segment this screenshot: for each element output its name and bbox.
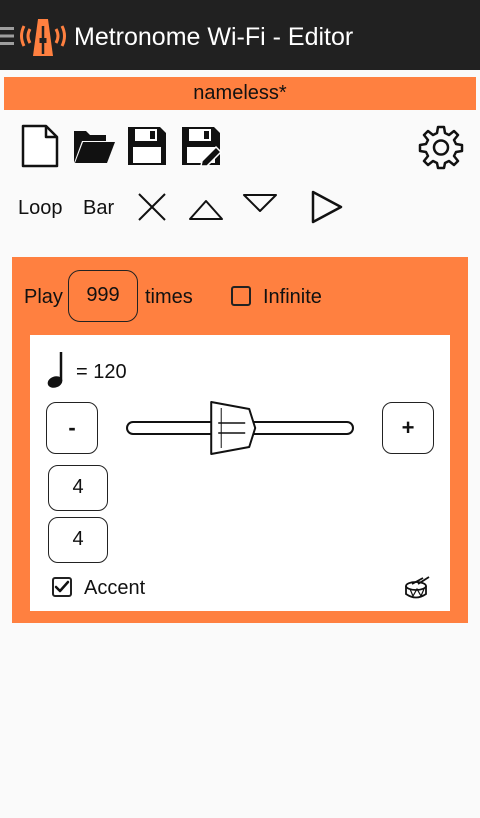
play-label: Play [24, 286, 63, 308]
accent-label: Accent [84, 577, 146, 599]
app-title: Metronome Wi-Fi - Editor [74, 23, 354, 51]
move-up-icon[interactable] [188, 198, 224, 222]
document-name-bar: nameless* [4, 77, 476, 110]
open-folder-icon[interactable] [72, 127, 116, 165]
drum-icon[interactable] [404, 576, 430, 600]
document-name: nameless* [193, 82, 287, 104]
accent-checkbox[interactable] [52, 577, 72, 597]
tempo-increase-button[interactable]: + [382, 402, 434, 454]
save-as-icon[interactable] [180, 125, 224, 167]
quarter-note-icon [47, 352, 63, 388]
delete-x-icon[interactable] [137, 192, 167, 222]
times-label: times [145, 286, 193, 308]
new-file-icon[interactable] [20, 124, 60, 168]
checkmark-icon [54, 580, 70, 593]
move-down-icon[interactable] [242, 192, 278, 214]
infinite-label: Infinite [263, 286, 322, 308]
infinite-checkbox[interactable] [231, 286, 251, 306]
menu-icon[interactable] [0, 25, 14, 47]
play-icon[interactable] [309, 189, 345, 225]
time-signature-numerator[interactable]: 4 [48, 465, 108, 511]
settings-gear-icon[interactable] [418, 124, 464, 170]
tempo-value: = 120 [76, 361, 127, 383]
slider-thumb-icon[interactable] [210, 401, 257, 455]
app-bar: Metronome Wi-Fi - Editor [0, 0, 480, 70]
play-count-field[interactable]: 999 [68, 270, 138, 322]
metronome-logo-icon [20, 19, 66, 56]
tempo-slider[interactable] [124, 398, 356, 458]
tempo-decrease-button[interactable]: - [46, 402, 98, 454]
time-signature-denominator[interactable]: 4 [48, 517, 108, 563]
save-icon[interactable] [126, 125, 168, 167]
bar-button[interactable]: Bar [83, 197, 115, 219]
loop-button[interactable]: Loop [18, 197, 63, 219]
